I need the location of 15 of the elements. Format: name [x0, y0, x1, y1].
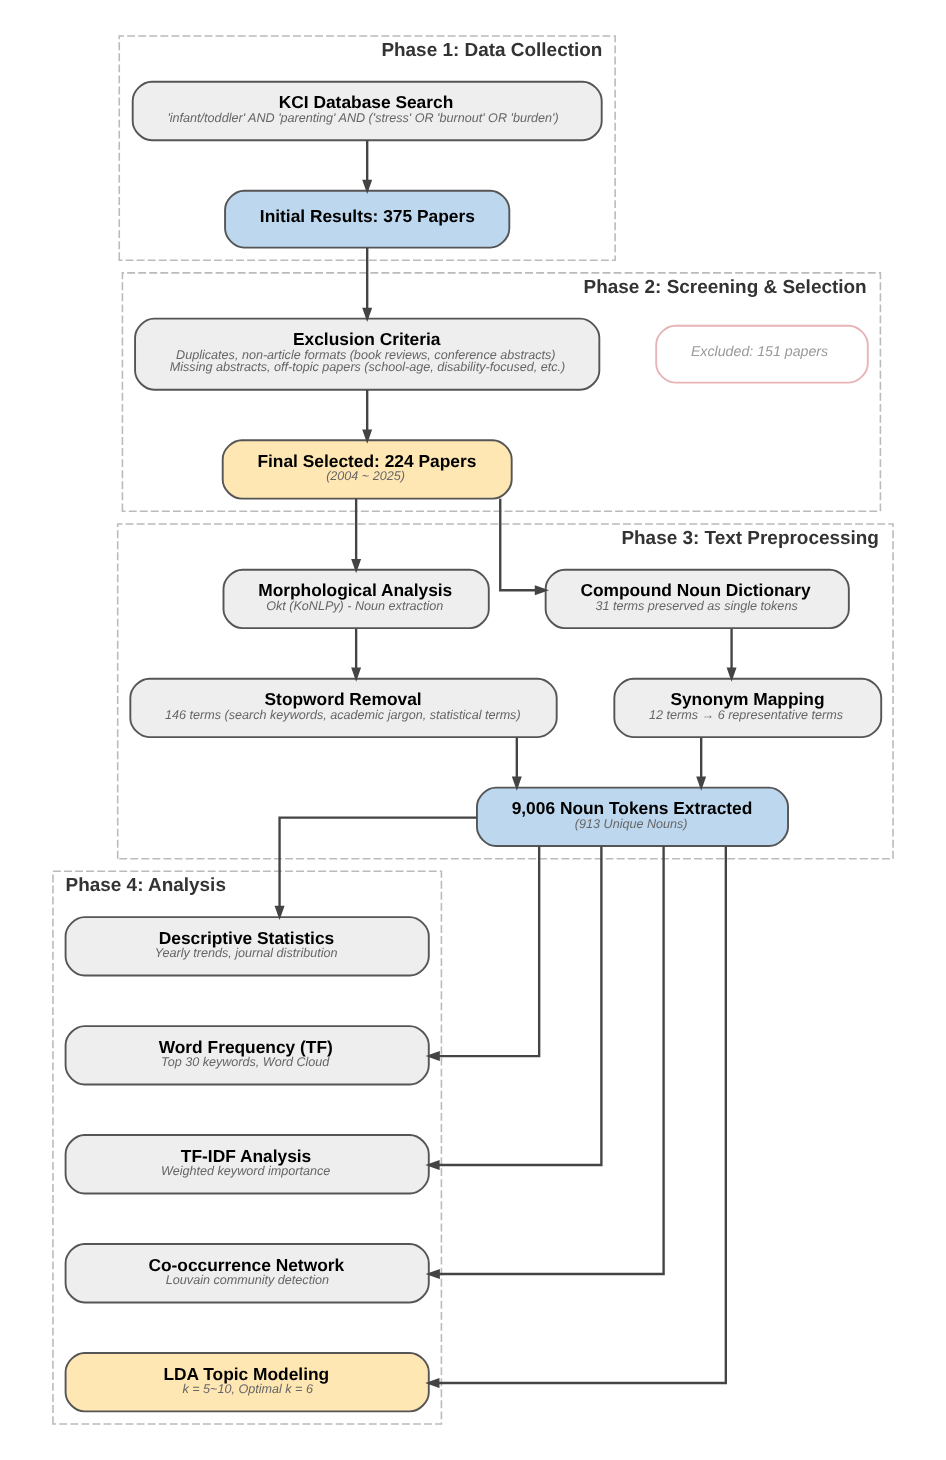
arrow [351, 498, 362, 574]
arrow [696, 737, 707, 791]
node-box: Initial Results: 375 Papers [224, 189, 511, 249]
arrow [726, 628, 737, 682]
arrow [511, 737, 522, 791]
arrow [425, 846, 665, 1279]
arrow [362, 390, 373, 444]
arrow [425, 846, 727, 1388]
arrow [274, 816, 477, 921]
arrow [362, 247, 373, 322]
arrow [425, 846, 603, 1171]
arrow [362, 140, 373, 194]
arrow [499, 498, 549, 596]
arrow [425, 846, 541, 1062]
arrow [351, 628, 362, 682]
